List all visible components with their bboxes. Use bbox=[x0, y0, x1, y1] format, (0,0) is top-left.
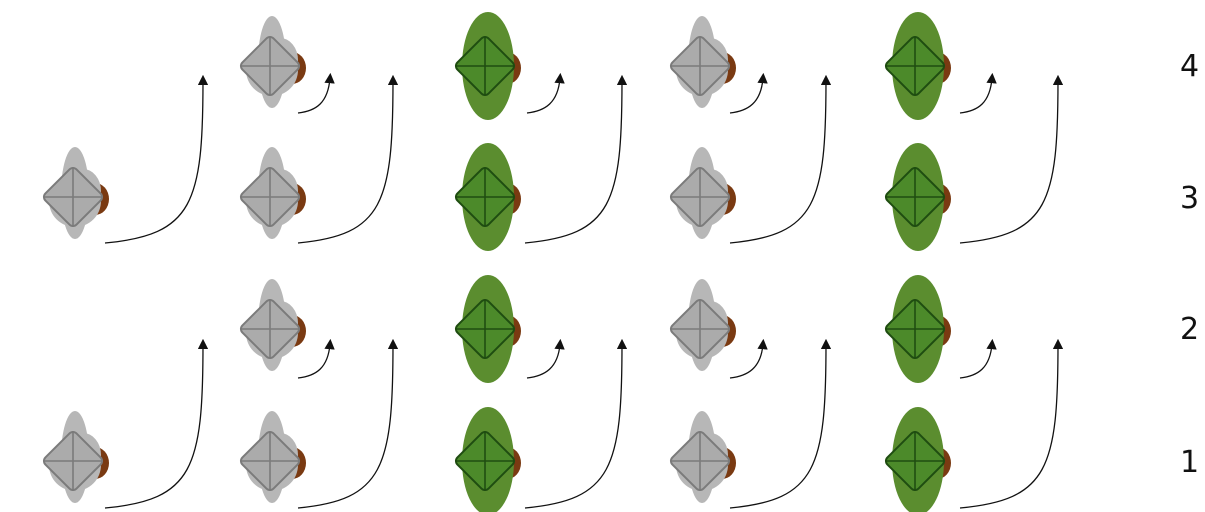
plant-green-r2-c5 bbox=[884, 275, 951, 383]
small-arrow-2-1 bbox=[297, 338, 335, 379]
growth-arrow-1-5 bbox=[959, 74, 1064, 244]
small-arrow-1-4 bbox=[959, 72, 997, 114]
row-label-4: 4 bbox=[1180, 49, 1200, 84]
plant-green-r2-c3 bbox=[454, 275, 521, 383]
growth-arrow-1-4 bbox=[729, 74, 832, 244]
plant-green-r4-c3 bbox=[454, 12, 521, 120]
plant-gray-r2-c2 bbox=[239, 279, 306, 371]
small-arrow-2-4 bbox=[959, 338, 997, 379]
plant-gray-r1-c2 bbox=[239, 411, 306, 503]
plant-green-r1-c3 bbox=[454, 407, 521, 512]
row-label-1: 1 bbox=[1180, 445, 1200, 480]
growth-arrow-1-1 bbox=[104, 74, 209, 244]
plant-green-r3-c5 bbox=[884, 143, 951, 251]
growth-arrow-1-2 bbox=[297, 74, 399, 244]
plant-gray-r2-c4 bbox=[669, 279, 736, 371]
plant-green-r3-c3 bbox=[454, 143, 521, 251]
plant-gray-r3-c4 bbox=[669, 147, 736, 239]
plant-green-r4-c5 bbox=[884, 12, 951, 120]
small-arrow-1-2 bbox=[526, 72, 565, 114]
row-label-3: 3 bbox=[1180, 181, 1200, 216]
growth-arrow-2-1 bbox=[104, 338, 209, 509]
growth-arrow-2-2 bbox=[297, 338, 399, 509]
small-arrow-1-3 bbox=[729, 72, 768, 114]
small-arrow-1-1 bbox=[297, 72, 335, 114]
growth-arrow-2-5 bbox=[959, 338, 1064, 509]
plant-gray-r3-c2 bbox=[239, 147, 306, 239]
plant-gray-r4-c2 bbox=[239, 16, 306, 108]
growth-arrow-2-4 bbox=[729, 338, 832, 509]
small-arrow-2-3 bbox=[729, 338, 768, 379]
plant-gray-r4-c4 bbox=[669, 16, 736, 108]
plant-gray-r1-c4 bbox=[669, 411, 736, 503]
small-arrow-2-2 bbox=[526, 338, 565, 379]
plant-gray-r1-c1 bbox=[42, 411, 109, 503]
row-label-2: 2 bbox=[1180, 312, 1200, 347]
plant-green-r1-c5 bbox=[884, 407, 951, 512]
plant-gray-r3-c1 bbox=[42, 147, 109, 239]
growth-arrow-2-3 bbox=[524, 338, 628, 509]
growth-arrow-1-3 bbox=[524, 74, 628, 244]
